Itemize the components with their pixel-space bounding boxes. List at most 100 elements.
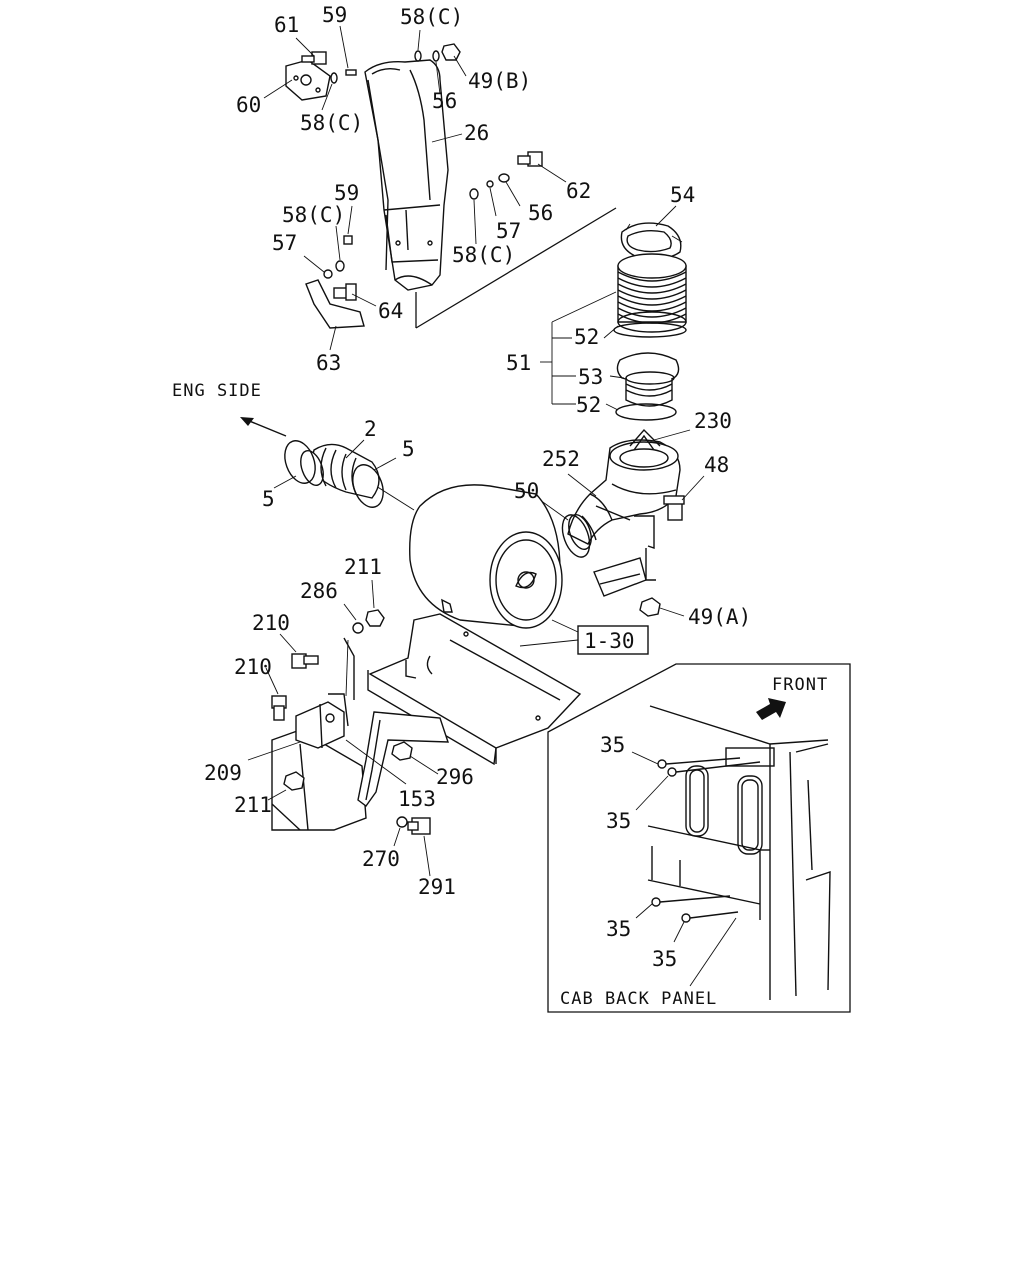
- washer-58c-mid2: [469, 188, 479, 200]
- bracket-60: [285, 59, 331, 101]
- label-35-a: 35: [600, 733, 625, 757]
- seal-53: [616, 352, 680, 407]
- washer-286: [352, 622, 364, 634]
- pin-59-top: [345, 69, 357, 76]
- label-210-lower: 210: [234, 655, 272, 679]
- brace-209: [295, 701, 345, 749]
- caption-front: FRONT: [772, 675, 828, 695]
- label-61: 61: [274, 13, 299, 37]
- label-210-upper: 210: [252, 611, 290, 635]
- clamp-50: [561, 514, 592, 558]
- caption-eng-side: ENG SIDE: [172, 381, 262, 401]
- bellows-51: [617, 253, 687, 333]
- stay-153: [357, 711, 449, 807]
- group-bracket-51: [540, 205, 677, 411]
- label-270: 270: [362, 847, 400, 871]
- label-209: 209: [204, 761, 242, 785]
- nut-296: [391, 741, 413, 761]
- washer-57-left: [323, 269, 333, 279]
- label-58c-left: 58(C): [300, 111, 363, 135]
- label-51: 51: [506, 351, 531, 375]
- label-59-top: 59: [322, 3, 347, 27]
- clamp-5-right: [352, 464, 384, 508]
- label-64: 64: [378, 299, 403, 323]
- label-291: 291: [418, 875, 456, 899]
- label-59-mid: 59: [334, 181, 359, 205]
- label-63: 63: [316, 351, 341, 375]
- ref-box-1-30: [577, 625, 649, 655]
- clamp-5-left: [284, 440, 316, 484]
- label-49a: 49(A): [688, 605, 751, 629]
- inset-cab-back-panel: [547, 663, 851, 1013]
- bolt-291: [407, 817, 431, 835]
- label-52-upper: 52: [574, 325, 599, 349]
- label-296: 296: [436, 765, 474, 789]
- washer-58c-top: [414, 50, 422, 62]
- nut-49b: [441, 43, 461, 61]
- part-labels: 61 59 58(C) 49(B) 60 58(C) 56 26 62 59 5…: [204, 3, 751, 971]
- bolt-64: [333, 283, 357, 301]
- bracket-63: [305, 279, 365, 329]
- air-cleaner-1-30: [409, 484, 563, 629]
- label-252: 252: [542, 447, 580, 471]
- clamp-230: [629, 428, 661, 451]
- washer-58c-left: [330, 72, 338, 84]
- label-26: 26: [464, 121, 489, 145]
- label-49b: 49(B): [468, 69, 531, 93]
- label-211-bottom: 211: [234, 793, 272, 817]
- label-35-c: 35: [606, 917, 631, 941]
- cover-54: [620, 222, 683, 260]
- intake-duct-26: [364, 59, 449, 291]
- label-54: 54: [670, 183, 695, 207]
- label-60: 60: [236, 93, 261, 117]
- nut-211-top: [365, 609, 385, 627]
- washer-58c-mid: [335, 260, 345, 272]
- label-50: 50: [514, 479, 539, 503]
- label-286: 286: [300, 579, 338, 603]
- label-52-lower: 52: [576, 393, 601, 417]
- bolt-210-lower: [271, 695, 287, 721]
- label-48: 48: [704, 453, 729, 477]
- label-35-d: 35: [652, 947, 677, 971]
- washer-57-mid: [486, 180, 494, 188]
- label-53: 53: [578, 365, 603, 389]
- elbow-bracket: [593, 515, 656, 597]
- bolt-62: [517, 151, 543, 167]
- nut-211-bottom: [283, 771, 305, 791]
- label-58c-mid: 58(C): [282, 203, 345, 227]
- caption-cab-back-panel: CAB BACK PANEL: [560, 989, 717, 1009]
- captions: ENG SIDE FRONT CAB BACK PANEL: [172, 381, 828, 1009]
- label-1-30: 1-30: [584, 629, 635, 653]
- direction-arrow-head: [240, 417, 254, 426]
- label-5-right: 5: [402, 437, 415, 461]
- label-211-top: 211: [344, 555, 382, 579]
- label-2: 2: [364, 417, 377, 441]
- assembly-link-line: [415, 207, 617, 329]
- label-56-top: 56: [432, 89, 457, 113]
- front-arrow-icon: [756, 698, 786, 720]
- washer-270: [396, 816, 408, 828]
- bolt-61: [301, 51, 327, 65]
- bolt-210-upper: [291, 653, 319, 669]
- label-35-b: 35: [606, 809, 631, 833]
- elbow-252: [567, 439, 681, 545]
- bolt-48: [663, 495, 685, 521]
- label-57-left: 57: [272, 231, 297, 255]
- label-230: 230: [694, 409, 732, 433]
- label-58c-top: 58(C): [400, 5, 463, 29]
- label-56-mid: 56: [528, 201, 553, 225]
- mounting-bracket: [328, 613, 582, 766]
- label-57-mid: 57: [496, 219, 521, 243]
- label-62: 62: [566, 179, 591, 203]
- clamp-52-lower: [615, 403, 677, 421]
- nut-49a: [639, 597, 661, 617]
- label-153: 153: [398, 787, 436, 811]
- hose-2: [300, 443, 380, 499]
- label-58c-mid2: 58(C): [452, 243, 515, 267]
- leaders-upper: [263, 25, 567, 351]
- pin-59-mid: [343, 235, 353, 245]
- label-5-left: 5: [262, 487, 275, 511]
- washer-56-mid: [498, 173, 510, 183]
- washer-56-top: [432, 50, 440, 62]
